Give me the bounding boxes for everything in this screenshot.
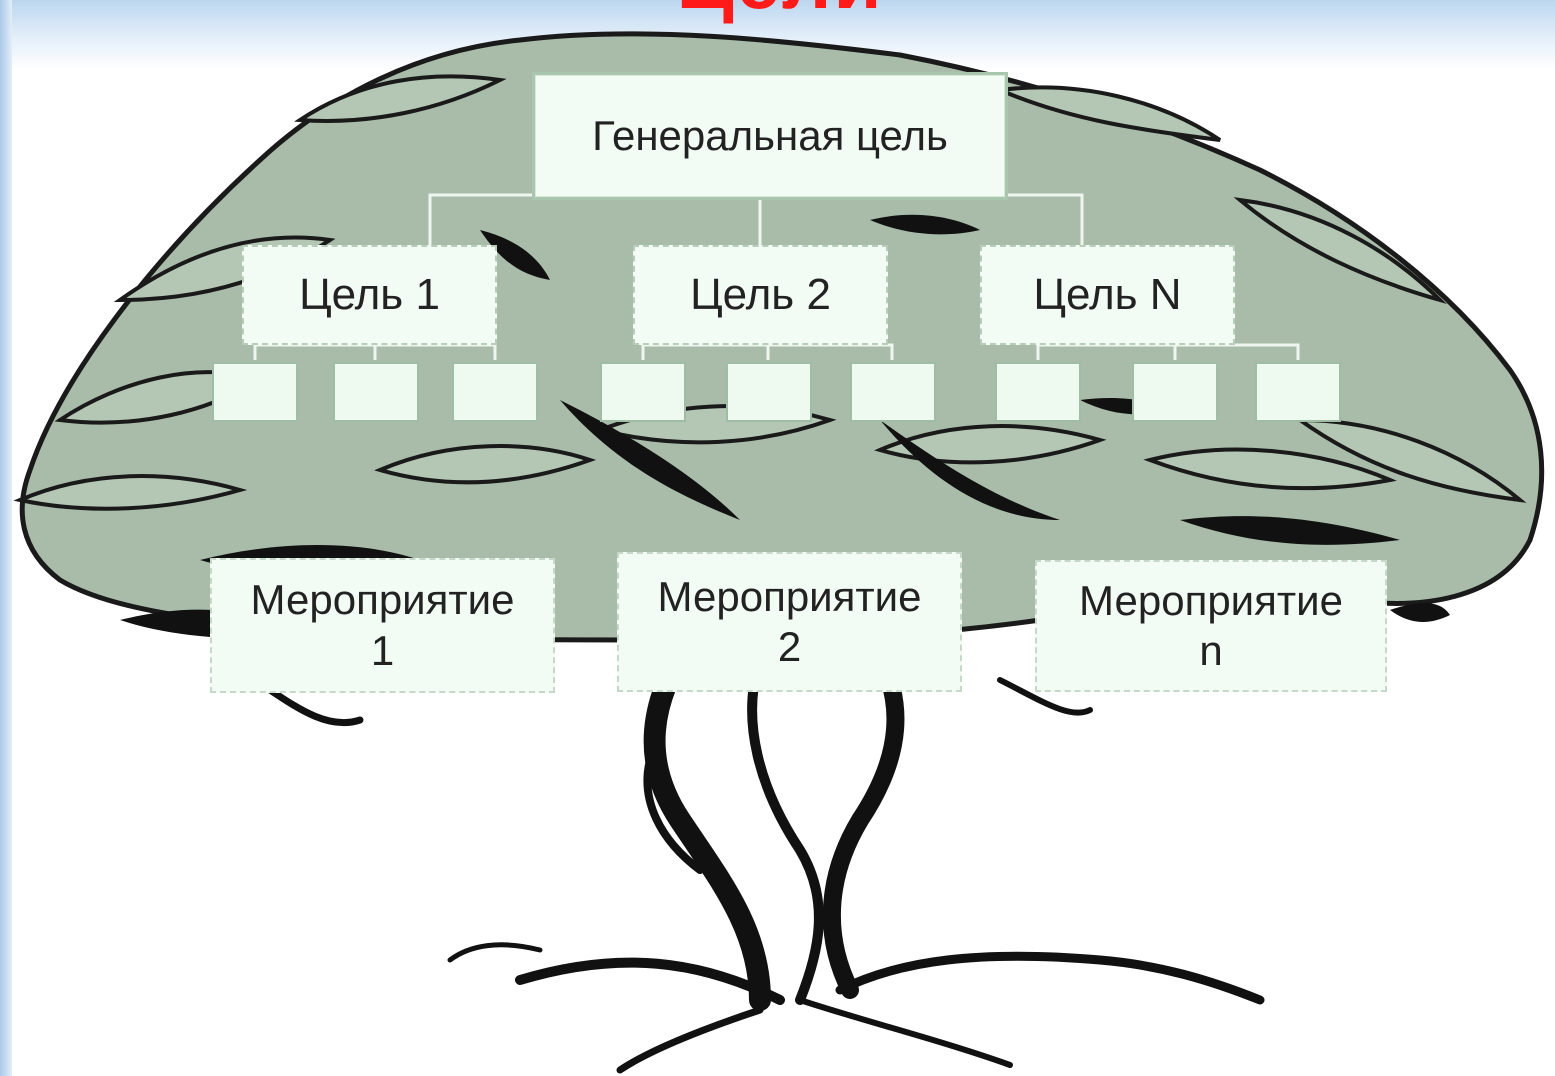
- goal-box-n: Цель N: [980, 245, 1235, 345]
- event-label: Мероприятие 1: [251, 575, 515, 676]
- sub-goal-box: [600, 362, 686, 422]
- event-box-n: Мероприятие n: [1035, 560, 1387, 692]
- goal-box-2: Цель 2: [633, 245, 888, 345]
- event-label: Мероприятие n: [1079, 576, 1343, 677]
- tree-trunk: [270, 640, 1260, 1070]
- root-goal-label: Генеральная цель: [592, 111, 948, 161]
- sub-goal-box: [1132, 362, 1218, 422]
- sub-goal-box: [726, 362, 812, 422]
- goal-box-1: Цель 1: [242, 245, 497, 345]
- event-box-2: Мероприятие 2: [617, 552, 962, 692]
- sub-goal-box: [995, 362, 1081, 422]
- root-goal-box: Генеральная цель: [532, 72, 1008, 200]
- sub-goal-box: [850, 362, 936, 422]
- event-box-1: Мероприятие 1: [210, 558, 555, 693]
- event-label: Мероприятие 2: [658, 572, 922, 673]
- sub-goal-box: [452, 362, 538, 422]
- sub-goal-box: [333, 362, 419, 422]
- sub-goal-box: [212, 362, 298, 422]
- goal-label: Цель 2: [690, 269, 831, 322]
- goal-label: Цель N: [1033, 269, 1181, 322]
- goal-label: Цель 1: [299, 269, 440, 322]
- sub-goal-box: [1255, 362, 1341, 422]
